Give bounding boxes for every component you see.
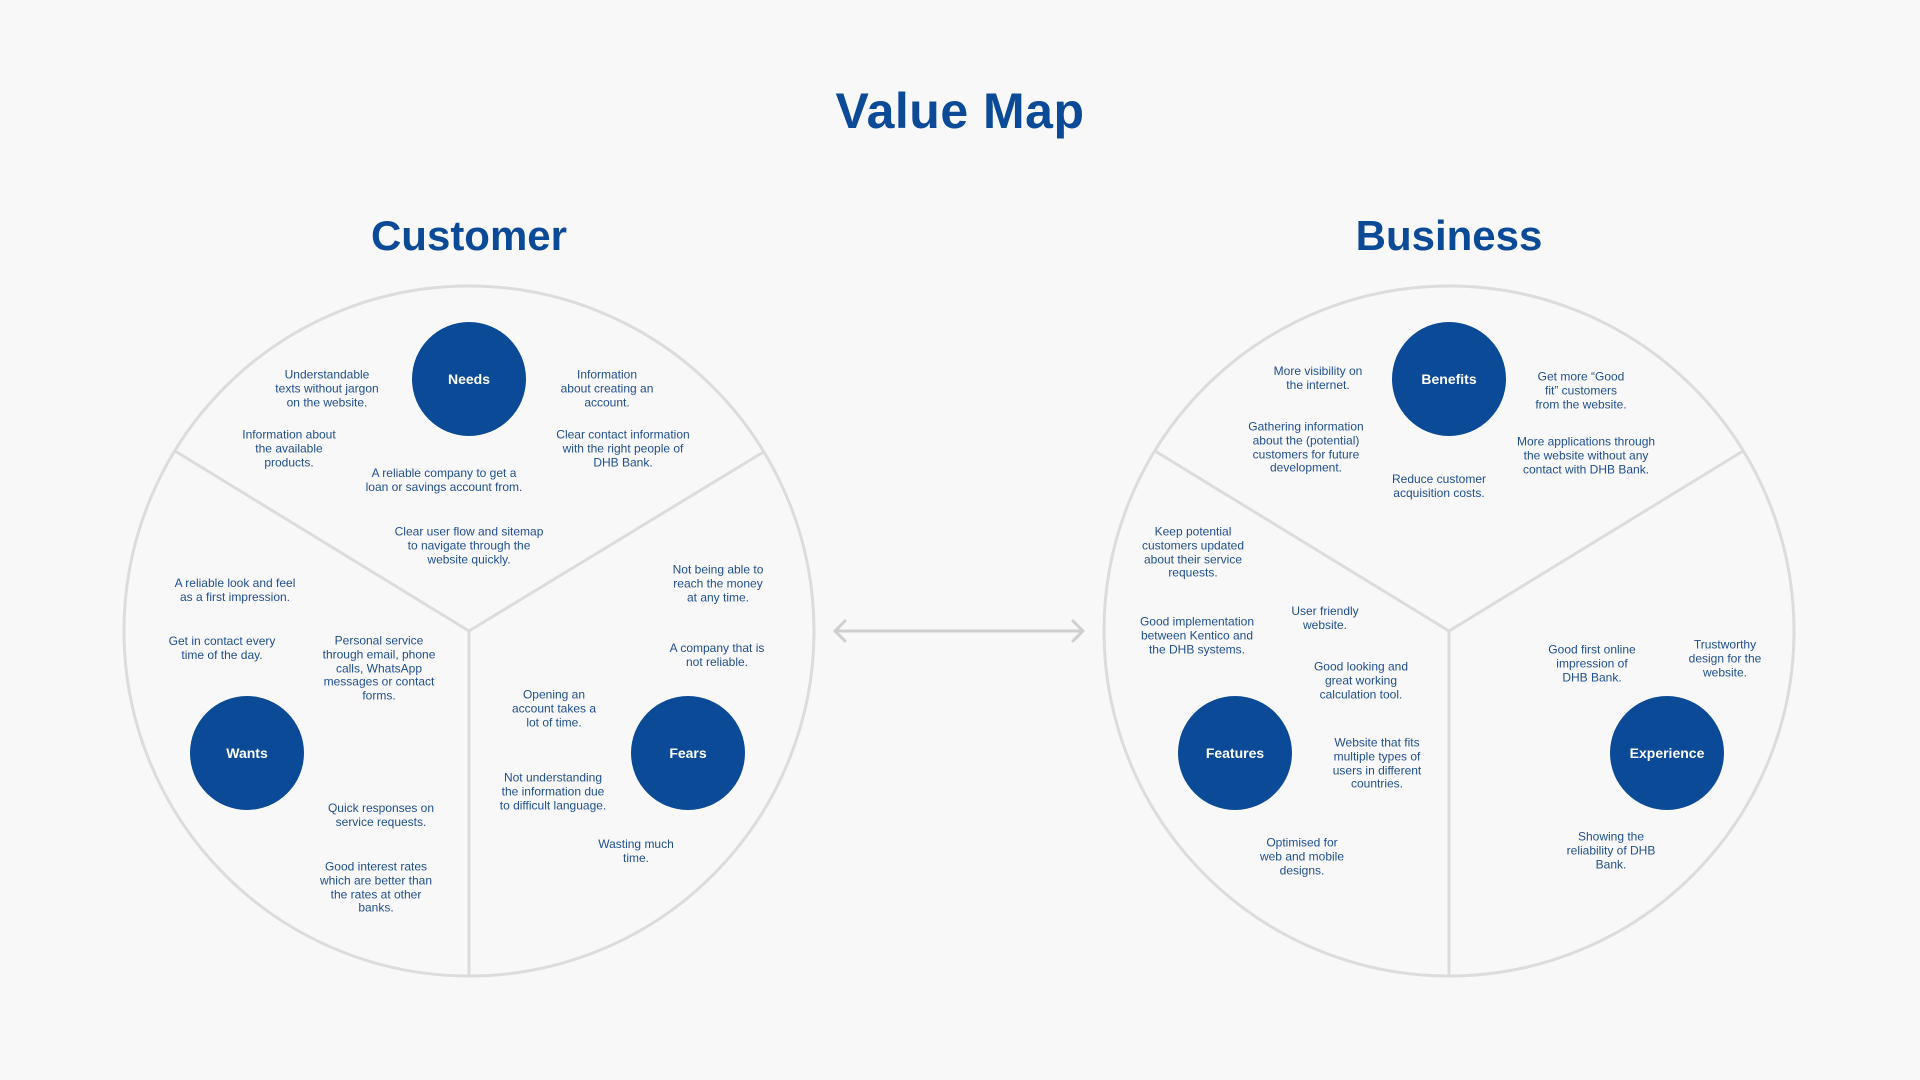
customer-circle [122,284,816,978]
experience-note: Good first online impression of DHB Bank… [1548,642,1636,684]
left-right-arrow-icon [833,619,1085,643]
needs-note: Understandable texts without jargon on t… [275,367,379,409]
benefits-bubble: Benefits [1392,322,1506,436]
features-note: Good implementation between Kentico and … [1139,614,1255,656]
fears-note: Opening an account takes a lot of time. [511,687,597,729]
wants-note: Good interest rates which are better tha… [319,859,433,915]
features-note: Keep potential customers updated about t… [1141,524,1245,580]
benefits-note: More applications through the website wi… [1516,434,1656,476]
business-title: Business [1355,212,1543,259]
benefits-note: Get more “Good fit” customers from the w… [1535,369,1627,411]
features-note: Optimised for web and mobile designs. [1259,835,1345,877]
needs-bubble: Needs [412,322,526,436]
features-note: Website that fits multiple types of user… [1332,735,1422,791]
business-circle [1102,284,1796,978]
needs-note: Information about creating an account. [560,367,654,409]
needs-note: Information about the available products… [242,427,336,469]
needs-note: A reliable company to get a loan or savi… [365,466,523,494]
needs-note: Clear user flow and sitemap to navigate … [394,524,544,566]
benefits-note: Reduce customer acquisition costs. [1391,472,1487,500]
wants-note: Get in contact every time of the day. [168,634,276,662]
experience-bubble: Experience [1610,696,1724,810]
benefits-note: More visibility on the internet. [1273,364,1363,392]
fears-bubble: Fears [631,696,745,810]
fears-note: Wasting much time. [598,837,674,865]
experience-note: Showing the reliability of DHB Bank. [1566,829,1656,871]
wants-note: Personal service through email, phone ca… [322,633,436,703]
features-note: User friendly website. [1291,604,1359,632]
fears-note: Not being able to reach the money at any… [672,562,764,604]
wants-note: A reliable look and feel as a first impr… [174,576,296,604]
features-bubble: Features [1178,696,1292,810]
wants-bubble: Wants [190,696,304,810]
page-title: Value Map [835,83,1085,139]
needs-note: Clear contact information with the right… [556,427,690,469]
wants-note: Quick responses on service requests. [327,801,435,829]
experience-note: Trustworthy design for the website. [1688,637,1762,679]
fears-note: A company that is not reliable. [669,641,765,669]
fears-note: Not understanding the information due to… [499,770,607,812]
features-note: Good looking and great working calculati… [1313,659,1409,701]
customer-title: Customer [370,212,568,259]
benefits-note: Gathering information about the (potenti… [1248,419,1364,475]
